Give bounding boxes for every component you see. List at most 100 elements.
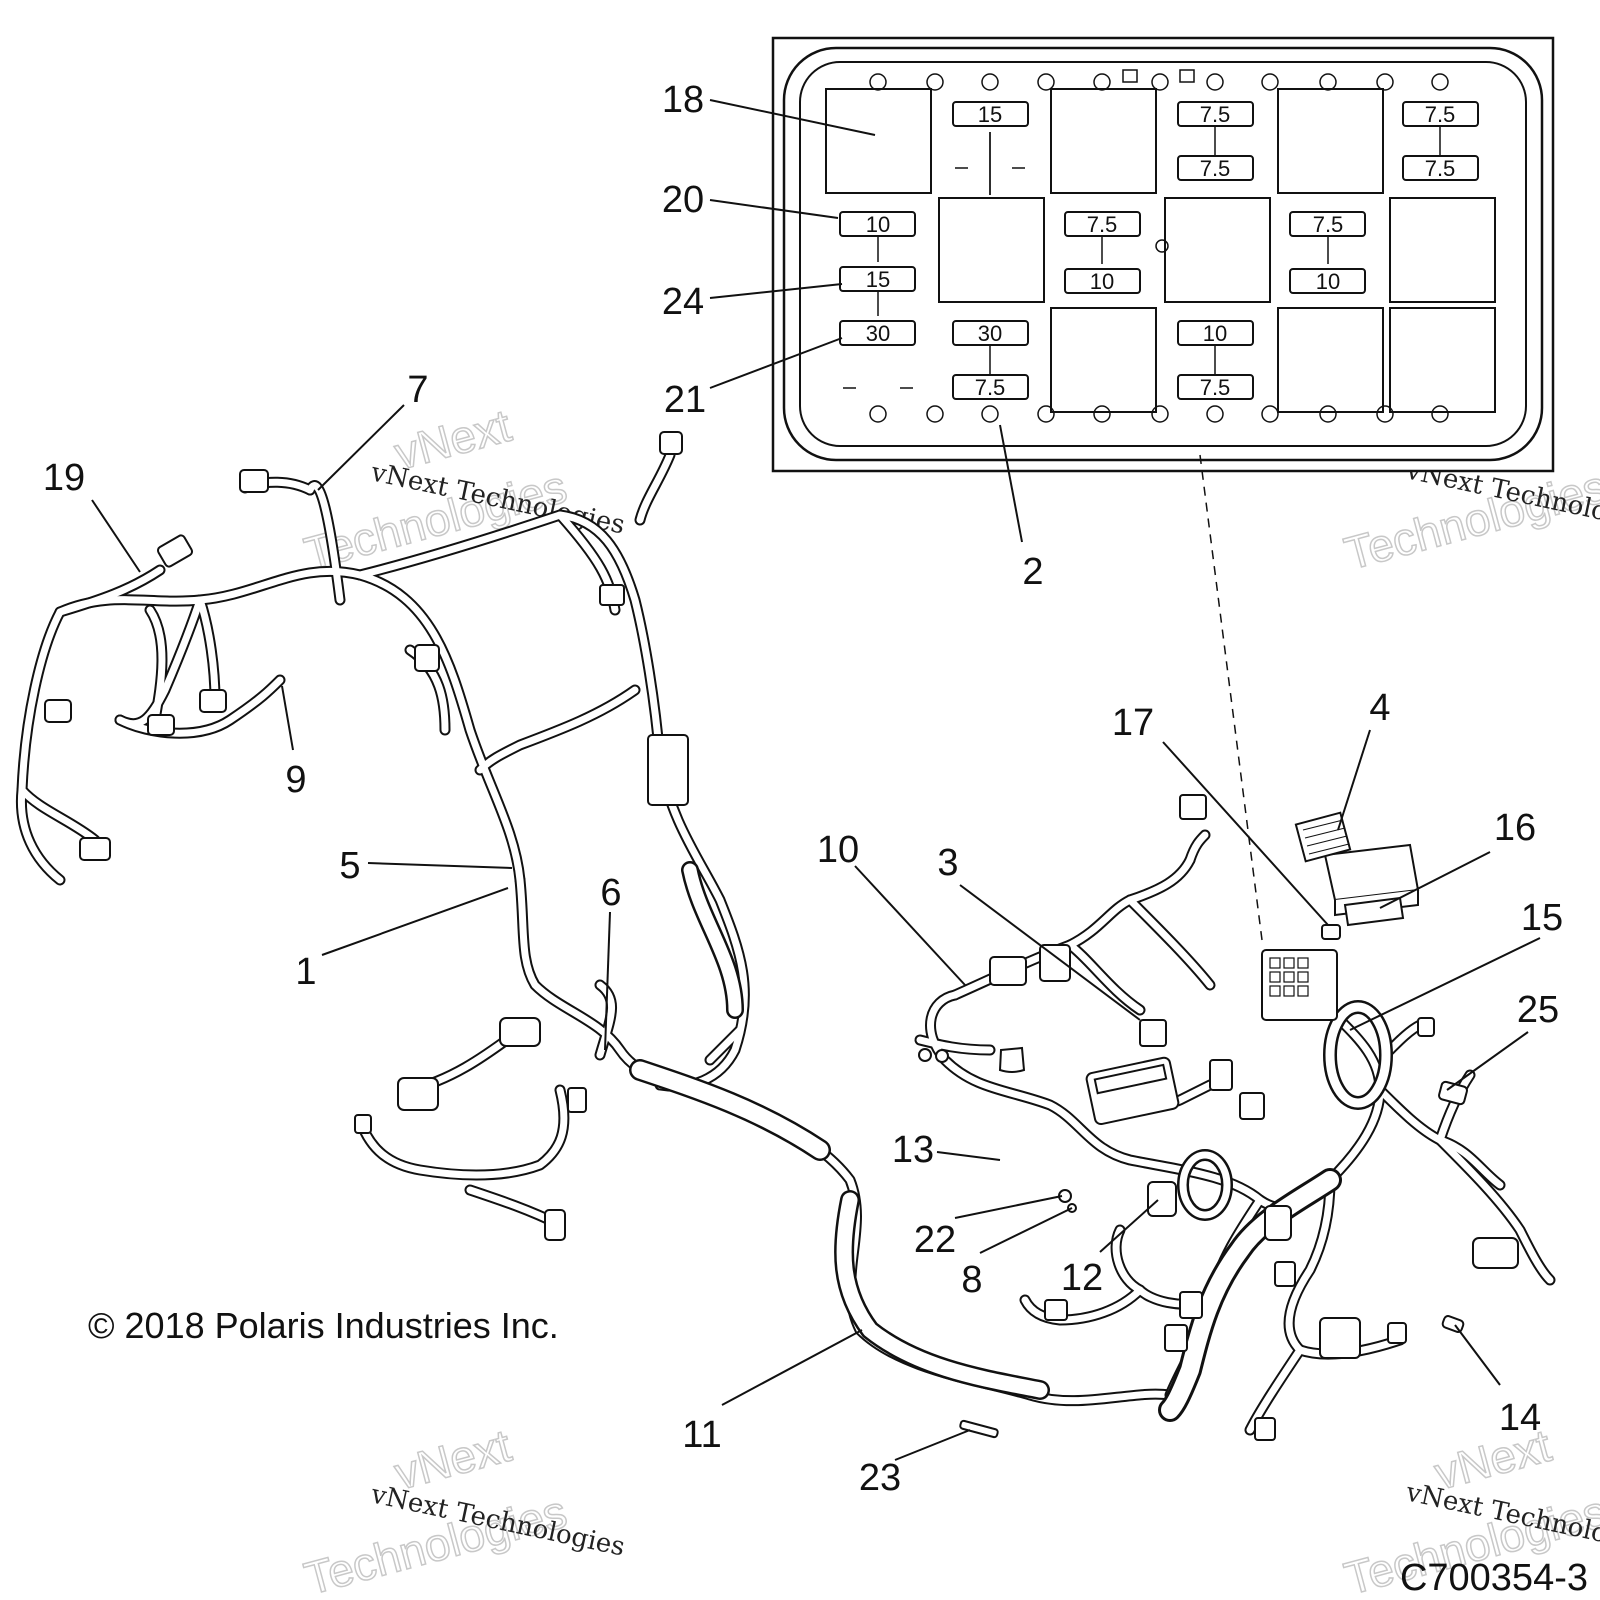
connector [659,431,683,455]
callout-labels: 1 2 3 4 5 6 7 8 9 10 11 12 13 14 15 16 1… [43,79,1563,1499]
fuse: 7.5 [1177,374,1254,400]
svg-text:10: 10 [1090,269,1114,294]
svg-text:7.5: 7.5 [1313,212,1344,237]
callout-18: 18 [662,79,704,121]
callout-2: 2 [1022,551,1043,593]
connector [156,534,194,568]
relay-socket [1389,197,1496,303]
svg-text:15: 15 [866,267,890,292]
svg-text:7.5: 7.5 [975,375,1006,400]
connector [239,469,269,493]
figure-id: C700354-3 [1400,1557,1588,1599]
front-harness [15,431,1176,1407]
clip [599,584,625,606]
svg-text:7.5: 7.5 [1200,375,1231,400]
callout-17: 17 [1112,702,1154,744]
connector [1209,1059,1233,1091]
connector [1179,1291,1203,1319]
svg-text:7.5: 7.5 [1425,156,1456,181]
callout-16: 16 [1494,807,1536,849]
relay-socket [1050,88,1157,194]
fuse: 7.5 [1064,211,1141,237]
fuse-box-inset: 15 7.5 7.5 7.5 7.5 10 7.5 7.5 15 10 10 3… [771,36,1555,473]
fuse: 10 [1177,320,1254,346]
callout-5: 5 [339,845,360,887]
inset-projection-line [1199,454,1263,941]
fuse-box [1261,949,1338,1021]
fuse: 30 [839,320,916,346]
connector-12 [1147,1181,1177,1217]
connector [1044,1299,1068,1321]
fuse: 7.5 [1177,101,1254,127]
connector [397,1077,439,1111]
relay-socket [1164,197,1271,303]
fuse: 7.5 [1177,155,1254,181]
svg-text:7.5: 7.5 [1200,102,1231,127]
callout-24: 24 [662,281,704,323]
callout-25: 25 [1517,989,1559,1031]
fuse-box-inner-shell [799,61,1527,447]
callout-20: 20 [662,179,704,221]
relay-socket [1277,88,1384,194]
svg-text:7.5: 7.5 [1200,156,1231,181]
connector [1387,1322,1407,1344]
fuse: 7.5 [1402,101,1479,127]
callout-23: 23 [859,1457,901,1499]
connector [499,1017,541,1047]
fuse-spare [1321,924,1341,940]
fuse: 7.5 [1402,155,1479,181]
callout-10: 10 [817,829,859,871]
fuse-group: 15 7.5 7.5 7.5 7.5 10 7.5 7.5 15 10 10 3… [839,101,1479,400]
relay-socket [938,197,1045,303]
connector [1164,1324,1188,1352]
fuse: 7.5 [1289,211,1366,237]
callout-11: 11 [682,1414,721,1456]
svg-text:30: 30 [978,321,1002,346]
connector [1239,1092,1265,1120]
svg-text:10: 10 [1203,321,1227,346]
svg-text:10: 10 [866,212,890,237]
fuse-label [1294,811,1352,863]
connector [1179,794,1207,820]
relay-socket [1277,307,1384,413]
connector [1254,1417,1276,1441]
callout-3: 3 [937,842,958,884]
connector [1319,1317,1361,1359]
connector [989,956,1027,986]
callout-21: 21 [664,379,706,421]
connector [44,699,72,723]
svg-text:15: 15 [978,102,1002,127]
svg-text:7.5: 7.5 [1087,212,1118,237]
connector [79,837,111,861]
svg-text:10: 10 [1316,269,1340,294]
main-connector [647,734,689,806]
callout-12: 12 [1061,1257,1103,1299]
terminal-23 [959,1419,999,1439]
fuse: 15 [952,101,1029,127]
fuse-box-tab [1179,69,1195,83]
ecu-connector-pins [1093,1063,1168,1095]
callout-14: 14 [1499,1397,1541,1439]
plug-14 [1441,1315,1465,1333]
grommet-13 [998,1046,1026,1073]
fuse-box-outer-shell [782,46,1544,462]
connector [147,714,175,736]
connector [1417,1017,1435,1037]
connector [1274,1261,1296,1287]
rear-harness [914,794,1556,1441]
connector [354,1114,372,1134]
relay-socket [1050,307,1157,413]
callout-7: 7 [407,369,428,411]
connector [414,644,440,672]
fuse-box-tab [1122,69,1138,83]
connector [1039,944,1071,982]
callout-6: 6 [600,872,621,914]
connector [544,1209,566,1241]
callout-1: 1 [295,951,316,993]
svg-text:30: 30 [866,321,890,346]
callout-9: 9 [285,759,306,801]
callout-15: 15 [1521,897,1563,939]
callout-8: 8 [961,1259,982,1301]
callout-19: 19 [43,457,85,499]
